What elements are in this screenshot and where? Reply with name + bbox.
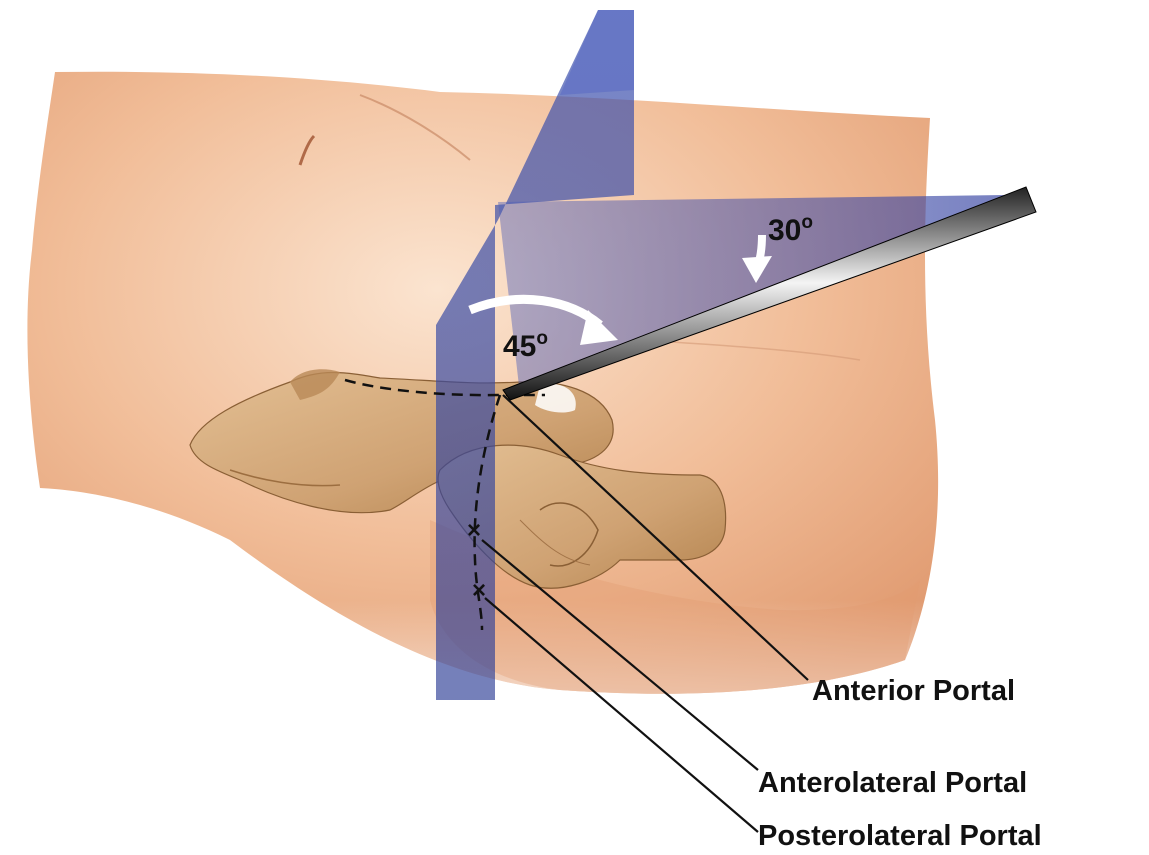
posterolateral-portal-label: Posterolateral Portal bbox=[758, 820, 1042, 852]
anterior-portal-label: Anterior Portal bbox=[812, 675, 1015, 707]
anterolateral-portal-mark: × bbox=[467, 517, 481, 544]
posterolateral-portal-mark: × bbox=[472, 577, 486, 604]
anterolateral-portal-label: Anterolateral Portal bbox=[758, 767, 1027, 799]
